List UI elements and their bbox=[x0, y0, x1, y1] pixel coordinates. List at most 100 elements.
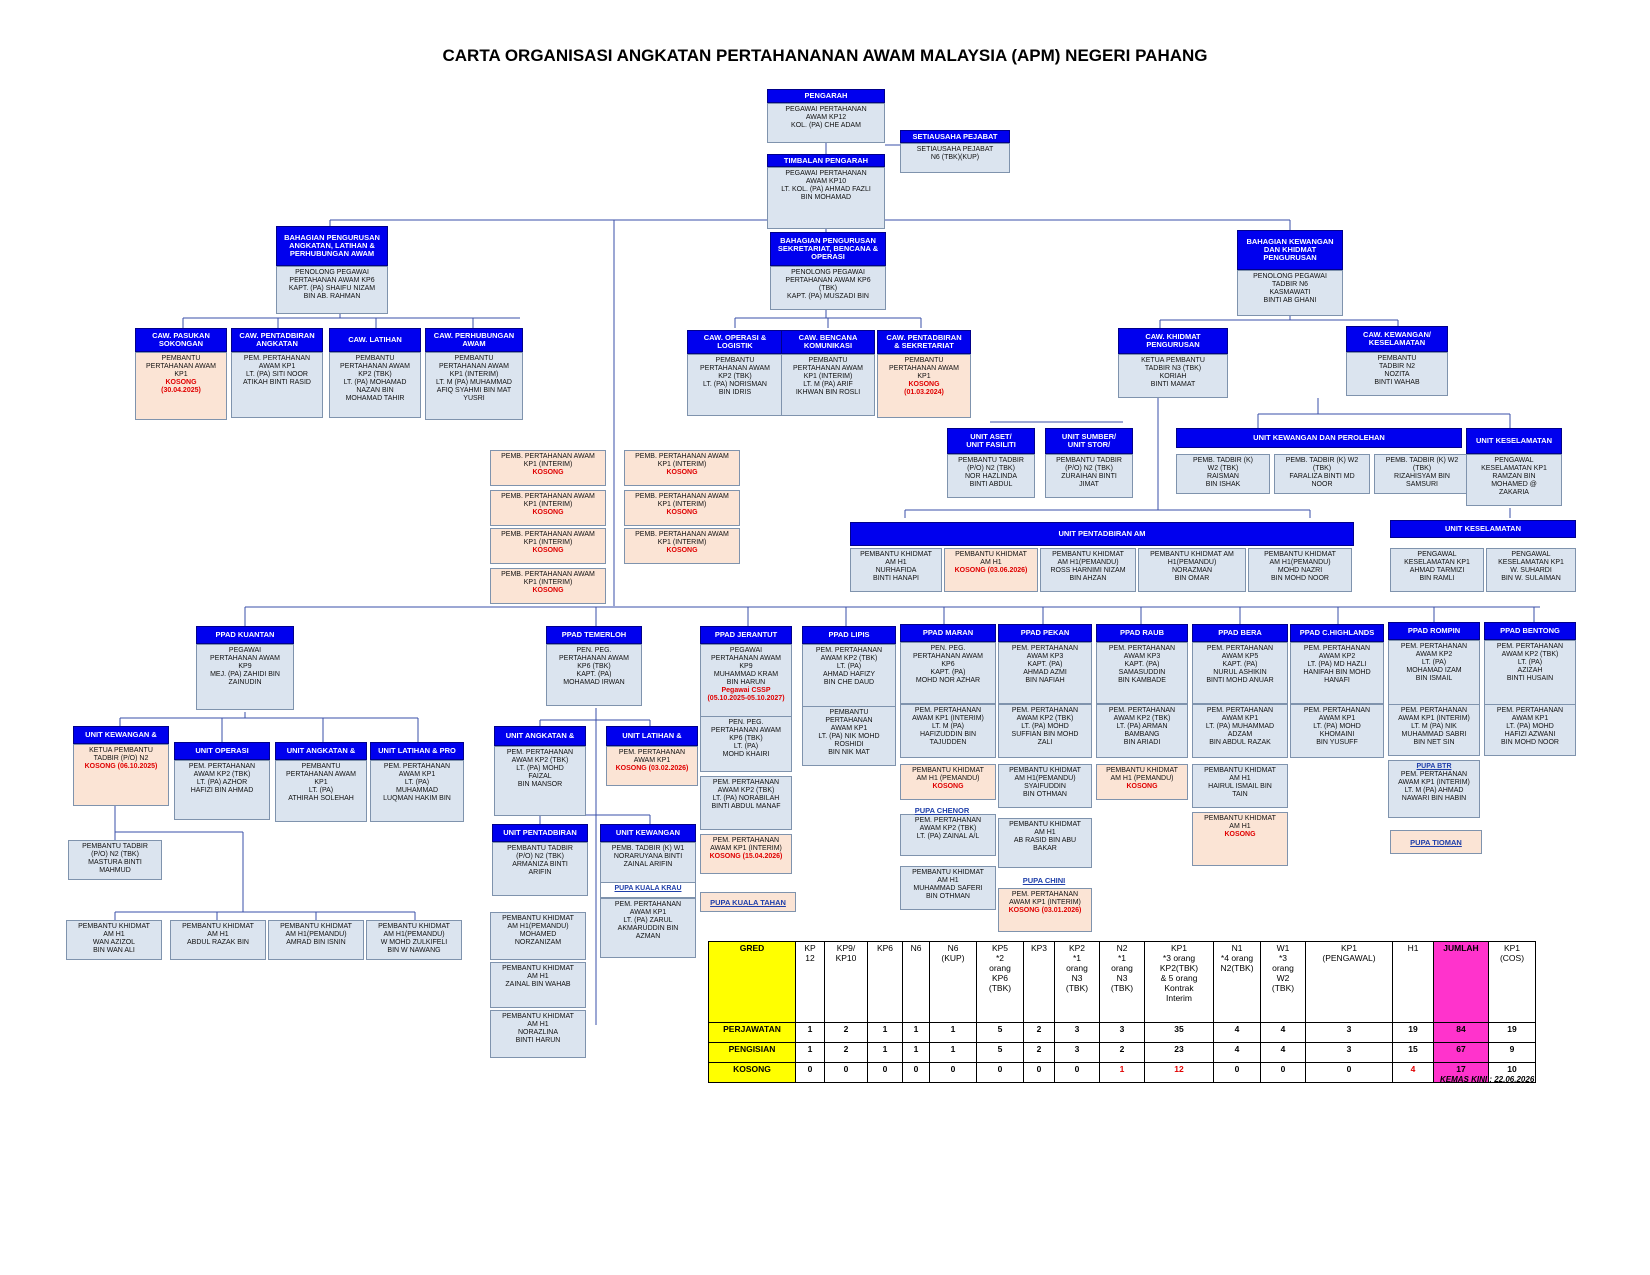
node-line: PERTAHANAN AWAM KP6 bbox=[785, 277, 871, 284]
node-line: HANAFI bbox=[1324, 677, 1350, 684]
node-header: CAW. PASUKAN SOKONGAN bbox=[135, 328, 227, 352]
node-line: PENOLONG PEGAWAI bbox=[791, 269, 865, 276]
node-line: PEM. PERTAHANAN bbox=[383, 763, 451, 770]
node-line: BINTI MOHD ANUAR bbox=[1206, 677, 1274, 684]
node-line: AM H1(PEMANDU) bbox=[1269, 559, 1331, 566]
table-cell: 67 bbox=[1433, 1042, 1489, 1063]
node-header: UNIT KESELAMATAN bbox=[1390, 520, 1576, 538]
node-line: KOSONG bbox=[165, 379, 197, 386]
node-line: LT. (PA) ARMAN bbox=[1116, 723, 1168, 730]
node-line: KP6 bbox=[941, 661, 955, 668]
node-line: PEMBANTU bbox=[301, 763, 341, 770]
node-line: LUQMAN HAKIM BIN bbox=[383, 795, 451, 802]
node-line: W. SUHARDI bbox=[1510, 567, 1552, 574]
table-header-cell: KP9/ KP10 bbox=[824, 941, 868, 1023]
update-date: KEMAS KINI : 22.06.2026 bbox=[1440, 1075, 1535, 1084]
table-cell: 2 bbox=[824, 1042, 868, 1063]
node-line: TADBIR N6 bbox=[1271, 281, 1309, 288]
node-line: SAMASUDDIN bbox=[1118, 669, 1166, 676]
node-line: PEMB. TADBIR (K) W2 bbox=[1385, 457, 1459, 464]
table-cell: 4 bbox=[1260, 1042, 1306, 1063]
node-line: PEM. PERTAHANAN bbox=[1496, 643, 1564, 650]
node-line: NORAZLINA bbox=[517, 1029, 559, 1036]
node-line: ZALI bbox=[1037, 739, 1053, 746]
node-header: PPAD BERA bbox=[1192, 624, 1288, 642]
node-line: PEMBANTU bbox=[355, 355, 395, 362]
node-line: AB RASID BIN ABU bbox=[1013, 837, 1077, 844]
table-header-cell: H1 bbox=[1392, 941, 1434, 1023]
node-header: UNIT ANGKATAN & bbox=[275, 742, 367, 760]
node-line: PEGAWAI PERTAHANAN bbox=[785, 106, 867, 113]
node-line: TADBIR N2 bbox=[1378, 363, 1416, 370]
node-line: AWAM KP10 bbox=[805, 178, 847, 185]
node-line: WAN AZIZOL bbox=[92, 939, 136, 946]
node-line: (05.10.2025-05.10.2027) bbox=[707, 695, 785, 702]
table-cell: 0 bbox=[867, 1062, 903, 1083]
table-cell: 3 bbox=[1305, 1022, 1393, 1043]
node-line: MOHAMED @ bbox=[1491, 481, 1537, 488]
table-header-cell: N6 bbox=[902, 941, 930, 1023]
node-line: BIN CHE DAUD bbox=[823, 679, 875, 686]
node-line: AWAM KP1 bbox=[1511, 715, 1549, 722]
node-line: PEMB. PERTAHANAN AWAM bbox=[635, 531, 729, 538]
table-cell: 0 bbox=[976, 1062, 1024, 1083]
node-line: AWAM KP2 bbox=[1318, 653, 1356, 660]
node-line: BIN WAN ALI bbox=[93, 947, 135, 954]
node-line: LT. (PA) SITI NOOR bbox=[246, 371, 308, 378]
node-line: LT. (PA) bbox=[1517, 659, 1543, 666]
table-header-cell: N2 *1 orang N3 (TBK) bbox=[1099, 941, 1145, 1023]
link-pupa-chenor[interactable]: PUPA CHENOR bbox=[914, 805, 970, 815]
link-pupa-chini[interactable]: PUPA CHINI bbox=[1022, 875, 1066, 885]
link-pupa-kuala-tahan[interactable]: PUPA KUALA TAHAN bbox=[700, 892, 796, 912]
node-line: BINTI ABDUL bbox=[969, 481, 1013, 488]
node-line: MUHAMMAD SABRI bbox=[1401, 731, 1467, 738]
node-header: PENGARAH bbox=[767, 89, 885, 103]
node-line: BIN MOHAMAD bbox=[800, 194, 852, 201]
node-line: KAPT. (PA) bbox=[1027, 661, 1063, 668]
node-line: KOSONG bbox=[532, 509, 564, 516]
node-line: NAZAN BIN bbox=[356, 387, 394, 394]
node-line: PEMBANTU bbox=[1377, 355, 1417, 362]
table-cell: 3 bbox=[1054, 1042, 1100, 1063]
node-line: BIN IDRIS bbox=[718, 389, 752, 396]
node-line: PEM. PERTAHANAN bbox=[1400, 771, 1468, 778]
node-line: PEN. PEG. bbox=[930, 645, 966, 652]
pupa-link[interactable]: PUPA KUALA KRAU bbox=[614, 885, 682, 892]
pupa-link[interactable]: PUPA BTR bbox=[1416, 763, 1452, 770]
node-line: PEMB. PERTAHANAN AWAM bbox=[635, 453, 729, 460]
node-line: ROSHIDI bbox=[834, 741, 864, 748]
org-node: PUPA KUALA KRAU bbox=[600, 882, 696, 898]
node-header: UNIT PENTADBIRAN AM bbox=[850, 522, 1354, 546]
table-cell: 0 bbox=[929, 1062, 977, 1083]
node-line: PERTAHANAN AWAM bbox=[438, 363, 509, 370]
table-row-label: PERJAWATAN bbox=[708, 1022, 796, 1043]
link-pupa-tioman[interactable]: PUPA TIOMAN bbox=[1390, 830, 1482, 854]
node-line: PEM. PERTAHANAN bbox=[506, 749, 574, 756]
node-line: KP1 (INTERIM) bbox=[523, 539, 573, 546]
